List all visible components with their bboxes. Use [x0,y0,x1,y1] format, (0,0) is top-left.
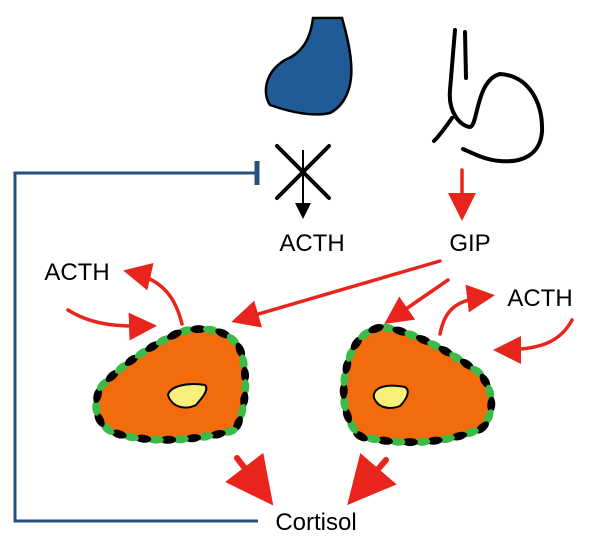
acth-to-right-adrenal-arrow [493,318,574,364]
right-acth-receptor [345,346,356,362]
left-gip-receptor [124,354,139,366]
right-gip-receptor [416,334,431,345]
feedback-line [13,171,258,523]
left-adrenal-to-acth-arrow [123,263,184,326]
left-adrenal-receptors [92,325,250,444]
left-gip-receptor [111,429,127,439]
left-acth-receptor [197,432,214,441]
stomach-icon [432,28,545,164]
acth-pituitary-label: ACTH [279,230,344,257]
right-gip-receptor [475,421,489,434]
left-gip-receptor [240,366,250,383]
left-acth-receptor [226,333,240,347]
right-acth-receptor [347,419,358,434]
right-gip-receptor [426,436,443,445]
right-acth-receptor [427,340,443,351]
right-acth-receptor [389,437,406,446]
left-acth-receptor [237,403,247,420]
left-adrenal-medulla [166,383,208,409]
right-gip-receptor [342,358,352,375]
right-gip-receptor [339,382,348,399]
left-gip-receptor [94,412,105,427]
left-acth-receptor [172,435,189,444]
left-acth-receptor [134,347,149,359]
left-acth-receptor [100,423,115,435]
adrenal-gland-icon [92,325,250,444]
left-acth-receptor [92,399,101,416]
left-acth-receptor [123,432,139,442]
left-acth-receptor [147,435,164,444]
right-acth-receptor [463,427,479,438]
left-gip-receptor [235,342,246,358]
right-acth-receptor [340,395,349,412]
right-adrenal-receptors [339,323,496,447]
right-acth-receptor [414,437,431,446]
acth-left-label: ACTH [44,259,109,286]
left-acth-receptor [178,326,194,335]
right-acth-receptor [404,330,420,340]
right-acth-receptor [439,434,455,443]
left-acth-receptor [239,354,248,371]
right-gip-receptor [401,438,418,447]
right-adrenal-to-acth-arrow [438,284,495,336]
cortisol-arrows [225,452,397,506]
left-gip-receptor [160,435,177,444]
gip-to-left-adrenal-arrow [231,259,442,328]
right-adrenal-medulla [372,384,409,409]
left-acth-receptor [221,427,238,436]
right-acth-receptor [380,323,396,333]
right-gip-receptor [451,431,468,441]
right-acth-receptor [364,434,381,443]
left-gip-receptor [209,430,226,439]
right-adrenal-cortex [342,325,493,444]
right-acth-receptor [358,328,372,341]
left-gip-receptor [215,328,231,339]
right-gip-receptor [368,324,384,334]
right-acth-receptor [470,365,485,378]
left-gip-receptor [233,416,243,432]
right-acth-receptor [340,370,349,387]
stimulation-arrows [66,168,574,364]
acth-to-left-adrenal-arrow [66,308,157,341]
gip-to-right-adrenal-arrow [384,278,450,324]
left-gip-receptor [145,341,160,352]
gip-label: GIP [449,230,490,257]
right-gip-receptor [377,436,393,445]
right-gip-receptor [459,358,474,370]
left-adrenal-to-cortisol-arrow [225,452,274,506]
left-adrenal-cortex [95,328,247,441]
right-gip-receptor [479,373,491,389]
right-gip-receptor [350,336,363,351]
left-gip-receptor [105,369,119,383]
right-gip-receptor [342,407,352,424]
left-gip-receptor [190,325,207,334]
right-gip-receptor [487,396,496,413]
right-acth-receptor [449,352,464,364]
right-acth-receptor [485,384,495,401]
left-acth-receptor [156,335,171,346]
adrenal-gland-icon [339,323,496,447]
left-acth-receptor [202,325,219,335]
right-gip-receptor [438,345,453,357]
left-gip-receptor [185,434,202,443]
left-gip-receptor [167,329,182,340]
left-acth-receptor [241,379,250,396]
left-gip-receptor [135,434,152,443]
acth-right-label: ACTH [507,285,572,312]
pituitary-gland-icon [264,16,353,116]
right-gip-receptor [392,326,408,336]
cortisol-label: Cortisol [275,509,356,536]
left-gip-receptor [93,387,102,404]
right-gip-receptor [353,430,368,442]
right-acth-receptor [484,409,494,425]
left-gip-receptor [240,391,249,408]
right-adrenal-to-cortisol-arrow [347,453,397,506]
